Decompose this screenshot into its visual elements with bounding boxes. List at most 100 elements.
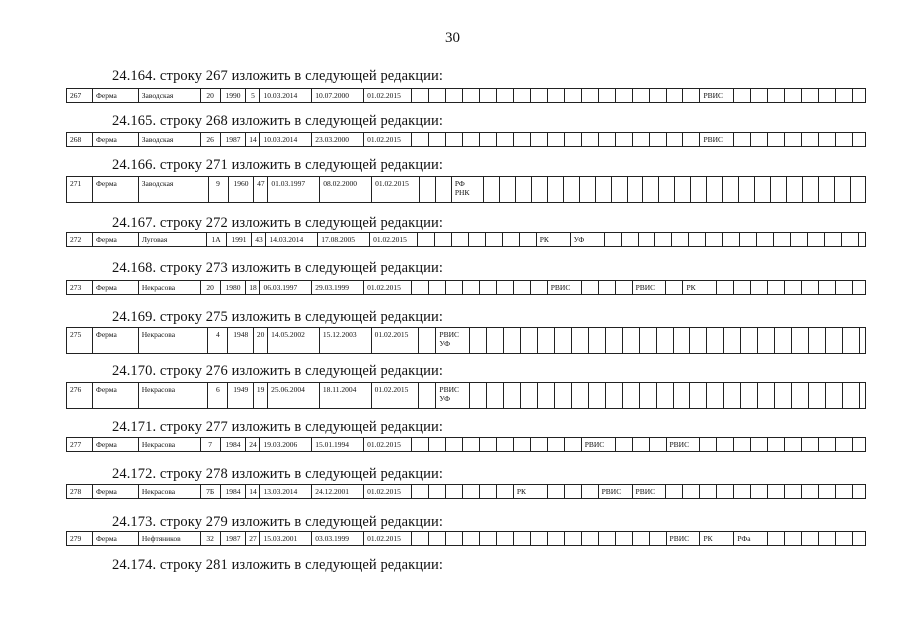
table-cell xyxy=(582,89,599,102)
table-cell: 29.03.1999 xyxy=(312,281,365,294)
table-cell xyxy=(751,438,769,451)
cell-code: РВИС xyxy=(635,283,656,292)
table-cell xyxy=(717,281,735,294)
table-cell xyxy=(785,485,803,498)
table-cell xyxy=(599,532,616,545)
table-cell xyxy=(565,89,582,102)
table-cell xyxy=(497,133,514,146)
table-cell xyxy=(514,89,531,102)
table-cell xyxy=(819,89,837,102)
table-cell xyxy=(565,532,582,545)
section-heading: 24.171. строку 277 изложить в следующей … xyxy=(112,419,444,435)
table-cell xyxy=(683,485,701,498)
table-cell: Ферма xyxy=(93,438,139,451)
table-cell xyxy=(853,281,865,294)
cell-code: РК xyxy=(516,487,526,496)
table-cell xyxy=(497,438,514,451)
table-cell: 15.01.1994 xyxy=(312,438,365,451)
table-cell xyxy=(803,177,820,202)
table-cell: Ферма xyxy=(93,532,139,545)
section-heading: 24.166. строку 271 изложить в следующей … xyxy=(112,157,444,173)
table-cell xyxy=(785,532,803,545)
table-cell xyxy=(572,328,589,353)
table-cell xyxy=(480,133,497,146)
table-cell xyxy=(633,438,650,451)
table-cell xyxy=(650,89,667,102)
table-cell: Ферма xyxy=(93,89,139,102)
table-cell xyxy=(650,438,667,451)
table-cell xyxy=(616,532,633,545)
table-cell: УФ xyxy=(571,233,605,246)
table-cell xyxy=(717,485,735,498)
table-cell xyxy=(487,328,505,353)
cell-code: РК xyxy=(686,283,696,292)
table-cell: 278 xyxy=(67,485,93,498)
table-cell xyxy=(612,177,628,202)
table-cell xyxy=(480,438,497,451)
table-cell: Заводская xyxy=(139,89,201,102)
table-cell: Ферма xyxy=(93,328,139,353)
table-cell xyxy=(480,281,497,294)
table-cell: 7 xyxy=(201,438,221,451)
table-cell xyxy=(514,133,531,146)
table-cell xyxy=(480,485,497,498)
table-cell xyxy=(802,438,820,451)
table-cell xyxy=(700,485,718,498)
cell-code: РНК xyxy=(454,188,470,197)
table-cell xyxy=(825,233,843,246)
table-cell: 20 xyxy=(201,281,221,294)
table-cell xyxy=(853,438,865,451)
table-cell: Некрасова xyxy=(139,328,209,353)
table-cell: 01.02.2015 xyxy=(370,233,418,246)
table-cell xyxy=(768,438,786,451)
cell-code: РК xyxy=(703,534,713,543)
table-cell xyxy=(768,485,786,498)
table-cell xyxy=(418,233,435,246)
table-cell xyxy=(674,328,691,353)
table-cell: 275 xyxy=(67,328,93,353)
table-cell: 08.02.2000 xyxy=(320,177,373,202)
table-cell: 15.12.2003 xyxy=(320,328,372,353)
table-cell: 1987 xyxy=(221,133,247,146)
table-cell xyxy=(802,532,820,545)
table-cell xyxy=(853,133,865,146)
table-cell: Ферма xyxy=(93,133,139,146)
table-cell xyxy=(497,485,514,498)
table-cell xyxy=(836,89,854,102)
table-cell xyxy=(734,438,752,451)
table-cell xyxy=(740,233,758,246)
table-cell xyxy=(650,532,667,545)
table-cell xyxy=(724,383,742,408)
table-cell xyxy=(480,89,497,102)
table-cell xyxy=(532,177,548,202)
table-cell xyxy=(446,89,463,102)
table-cell: 1991 xyxy=(227,233,253,246)
table-cell xyxy=(497,89,514,102)
table-cell xyxy=(785,133,803,146)
table-cell xyxy=(851,177,865,202)
table-cell xyxy=(548,485,565,498)
table-cell: 43 xyxy=(252,233,267,246)
table-cell: Заводская xyxy=(139,133,201,146)
table-cell xyxy=(836,485,854,498)
table-cell xyxy=(497,532,514,545)
table-cell xyxy=(691,177,708,202)
table-cell xyxy=(674,383,691,408)
table-cell: 1984 xyxy=(221,438,247,451)
table-cell xyxy=(463,281,480,294)
table-cell: 01.02.2015 xyxy=(372,383,420,408)
table-cell: 32 xyxy=(201,532,221,545)
table-cell: 19 xyxy=(254,383,269,408)
table-cell: 01.02.2015 xyxy=(364,89,412,102)
table-cell xyxy=(768,532,786,545)
table-cell xyxy=(548,438,565,451)
table-cell xyxy=(565,438,582,451)
table-cell: 01.02.2015 xyxy=(364,532,412,545)
cell-code: РВИС xyxy=(439,385,459,394)
table-cell xyxy=(486,233,503,246)
table-cell xyxy=(463,532,480,545)
table-cell: 15.03.2001 xyxy=(260,532,313,545)
table-cell: 268 xyxy=(67,133,93,146)
table-cell xyxy=(666,485,684,498)
table-cell: 1980 xyxy=(221,281,247,294)
